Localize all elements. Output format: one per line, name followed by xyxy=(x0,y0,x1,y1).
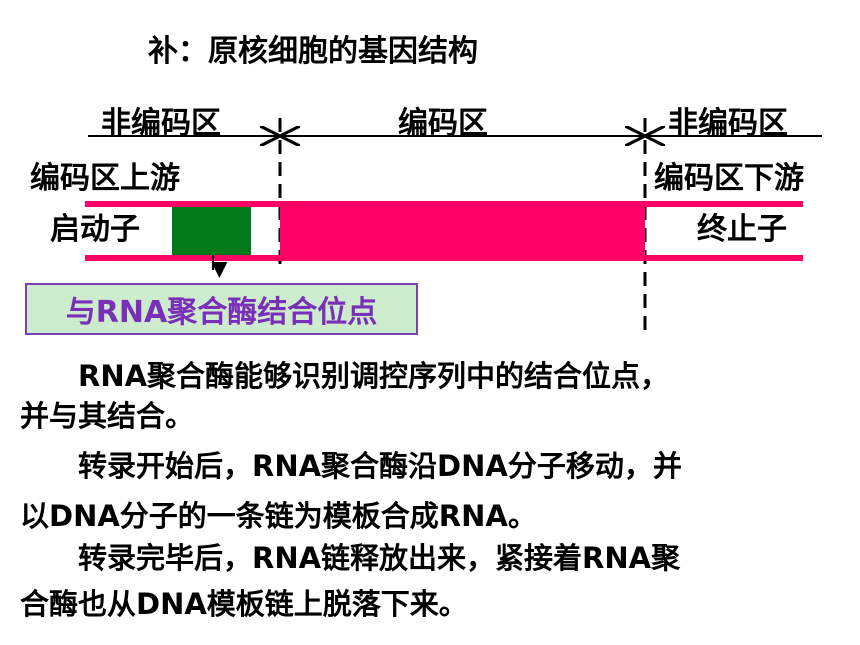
binding-site-box: 与RNA聚合酶结合位点 xyxy=(25,283,418,335)
promoter-label: 启动子 xyxy=(50,212,140,247)
noncoding-region-left-label: 非编码区 xyxy=(101,106,221,141)
upstream-label: 编码区上游 xyxy=(30,161,180,196)
downstream-label: 编码区下游 xyxy=(654,161,804,196)
page-title: 补：原核细胞的基因结构 xyxy=(148,34,478,69)
noncoding-region-right-label: 非编码区 xyxy=(668,106,788,141)
paragraph-2-line-1: 转录开始后，RNA聚合酶沿DNA分子移动，并 xyxy=(20,449,682,483)
binding-site-label: 与RNA聚合酶结合位点 xyxy=(65,295,378,330)
paragraph-1-line-2: 并与其结合。 xyxy=(20,399,195,433)
coding-region-block xyxy=(280,201,645,261)
terminator-label: 终止子 xyxy=(697,212,787,247)
paragraph-3-line-2: 合酶也从DNA模板链上脱落下来。 xyxy=(20,587,468,621)
promoter-binding-block xyxy=(172,207,251,255)
paragraph-3-line-1: 转录完毕后，RNA链释放出来，紧接着RNA聚 xyxy=(20,541,681,575)
paragraph-1-line-1: RNA聚合酶能够识别调控序列中的结合位点， xyxy=(20,359,670,393)
coding-region-label: 编码区 xyxy=(398,106,488,141)
paragraph-2-line-2: 以DNA分子的一条链为模板合成RNA。 xyxy=(20,499,537,533)
